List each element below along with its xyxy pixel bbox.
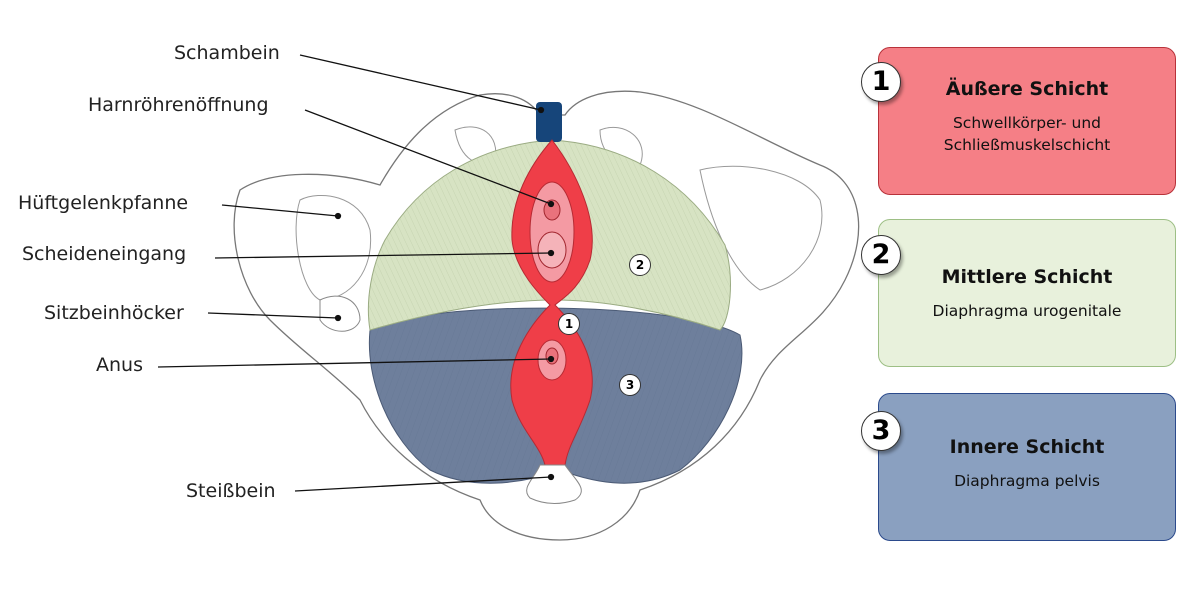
layer-box-middle: Mittlere Schicht Diaphragma urogenitale [878, 219, 1176, 367]
marker-2: 2 [629, 254, 651, 276]
label-scheideneingang: Scheideneingang [22, 243, 187, 265]
layer-title: Mittlere Schicht [941, 266, 1113, 288]
layer-title: Äußere Schicht [945, 78, 1109, 100]
label-hueftgelenkpfanne: Hüftgelenkpfanne [18, 192, 189, 214]
layer-description: Schwellkörper- und Schließmuskelschicht [943, 114, 1111, 154]
label-schambein: Schambein [174, 42, 280, 64]
leader-lines [157, 54, 555, 492]
label-anus: Anus [96, 354, 143, 376]
layer-number-badge-2: 2 [861, 235, 901, 275]
layer-description: Diaphragma urogenitale [932, 302, 1122, 320]
label-harnroehrenoeffnung: Harnröhrenöffnung [88, 94, 269, 116]
layer-box-outer: Äußere Schicht Schwellkörper- und Schlie… [878, 47, 1176, 195]
layer-box-inner: Innere Schicht Diaphragma pelvis [878, 393, 1176, 541]
marker-1: 1 [558, 313, 580, 335]
layer-number-badge-1: 1 [861, 62, 901, 102]
layer-description: Diaphragma pelvis [954, 472, 1100, 490]
label-steissbein: Steißbein [186, 480, 276, 502]
layer-title: Innere Schicht [949, 436, 1105, 458]
label-sitzbeinhoecker: Sitzbeinhöcker [44, 302, 184, 324]
coccyx [526, 464, 582, 504]
layer-number-badge-3: 3 [861, 411, 901, 451]
marker-3: 3 [619, 374, 641, 396]
